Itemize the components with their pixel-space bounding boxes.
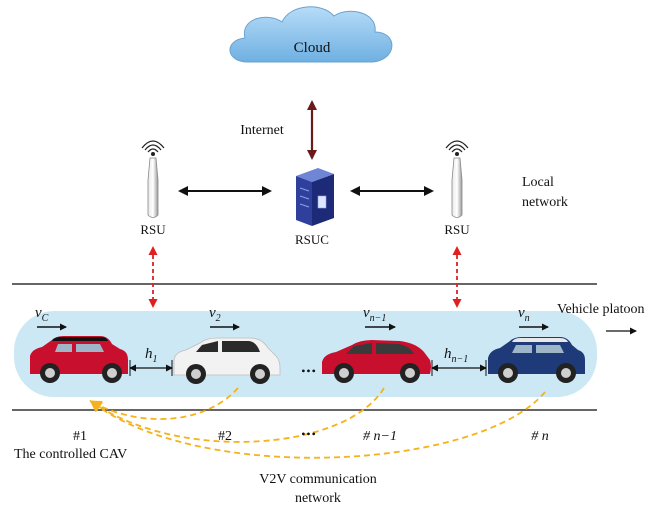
svg-text:vn−1: vn−1 xyxy=(363,305,386,324)
v2v-network-label-line2: network xyxy=(295,491,341,506)
car-icon xyxy=(173,337,281,384)
car-icon xyxy=(322,340,431,383)
rsu-antenna-icon xyxy=(141,140,165,218)
ellipsis-road: ••• xyxy=(301,364,317,378)
v2v-arrows xyxy=(89,387,546,459)
velocity-vn: vn xyxy=(518,305,549,331)
rsuc-label: RSUC xyxy=(295,232,329,247)
cloud-icon xyxy=(229,6,393,63)
v2v-network-label-line1: V2V communication xyxy=(259,472,377,487)
platoon-band xyxy=(14,311,597,397)
controlled-cav-label: The controlled CAV xyxy=(14,447,127,462)
local-network-label-line1: Local xyxy=(522,175,554,190)
vehicle-number-2: #2 xyxy=(218,429,232,444)
rsu-left-label: RSU xyxy=(140,222,166,237)
car-icon xyxy=(30,336,128,383)
velocity-vc: vC xyxy=(35,305,67,331)
ellipsis-label: ••• xyxy=(301,427,317,441)
car-icon xyxy=(488,337,585,383)
rsuc-server-icon xyxy=(296,168,334,226)
vehicle-number-n-1: # n−1 xyxy=(363,429,397,444)
headway-h1-label: h1 xyxy=(145,346,158,365)
vehicle-number-n: # n xyxy=(531,429,549,444)
rsu-right-label: RSU xyxy=(444,222,470,237)
local-network-label-line2: network xyxy=(522,195,568,210)
vehicle-platoon-label: Vehicle platoon xyxy=(557,302,644,317)
rsu-antenna-icon xyxy=(445,140,469,218)
svg-text:v2: v2 xyxy=(209,305,221,324)
internet-label: Internet xyxy=(240,123,284,138)
velocity-vn-1: vn−1 xyxy=(363,305,396,331)
svg-text:vn: vn xyxy=(518,305,530,324)
vehicle-number-1: #1 xyxy=(73,429,87,444)
headway-hn-1-label: hn−1 xyxy=(444,346,468,365)
velocity-v2: v2 xyxy=(209,305,240,331)
cloud-label: Cloud xyxy=(294,40,331,56)
svg-text:vC: vC xyxy=(35,305,49,324)
